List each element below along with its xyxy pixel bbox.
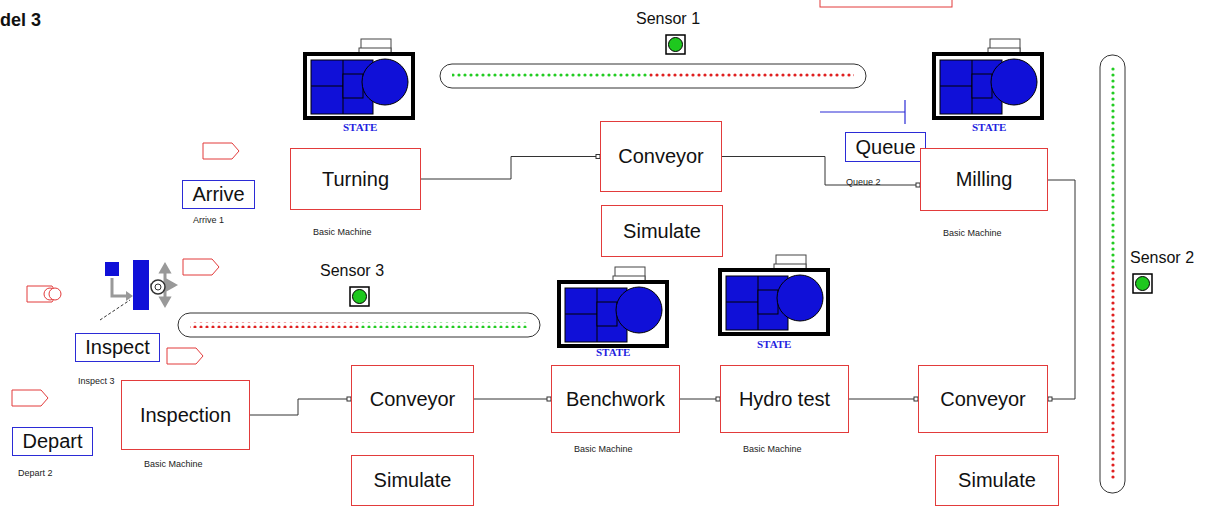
box-title: Turning xyxy=(316,168,395,191)
inspect-box: InspectInspect 3 xyxy=(75,333,160,362)
machine-box: Hydro testBasic Machine xyxy=(720,365,849,433)
box-caption: Queue 2 xyxy=(846,177,881,187)
depart-box: DepartDepart 2 xyxy=(12,427,93,456)
box-title: Simulate xyxy=(617,220,707,243)
sensor-label: Sensor 1 xyxy=(636,10,700,28)
machine-box: TurningBasic Machine xyxy=(290,148,421,210)
sensor-light xyxy=(1133,274,1152,293)
sensor-label: Sensor 2 xyxy=(1130,249,1194,267)
box-caption: Inspect 3 xyxy=(78,376,115,386)
machine-icon xyxy=(720,255,828,334)
sensor-light xyxy=(666,35,685,54)
box-caption: Basic Machine xyxy=(574,444,633,454)
conveyor-belt xyxy=(440,64,866,88)
conveyor-belt xyxy=(1100,55,1125,493)
queue-box: QueueQueue 2 xyxy=(845,132,926,162)
state-label: STATE xyxy=(757,338,791,350)
box-caption: Basic Machine xyxy=(743,444,802,454)
box-title: Conveyor xyxy=(934,388,1032,411)
flow-connector xyxy=(843,396,918,402)
state-label: STATE xyxy=(343,121,377,133)
box-title: Simulate xyxy=(952,469,1042,492)
box-title: Conveyor xyxy=(364,388,462,411)
conveyor-box: Conveyor xyxy=(600,121,722,192)
box-title: Benchwork xyxy=(560,388,671,411)
state-label: STATE xyxy=(972,121,1006,133)
arrive-box: ArriveArrive 1 xyxy=(182,180,255,209)
box-title: Inspect xyxy=(79,336,155,359)
simulate-box: Simulate xyxy=(935,455,1059,506)
box-caption: Basic Machine xyxy=(943,228,1002,238)
machine-icon xyxy=(559,267,667,346)
box-title: Milling xyxy=(950,168,1019,191)
machine-box: MillingBasic Machine xyxy=(920,148,1048,211)
flow-connector xyxy=(415,155,600,183)
box-caption: Basic Machine xyxy=(313,227,372,237)
box-caption: Arrive 1 xyxy=(193,215,224,225)
machine-icon xyxy=(934,39,1042,118)
box-title: Queue xyxy=(849,136,921,159)
machine-box: BenchworkBasic Machine xyxy=(551,365,680,433)
box-title: Arrive xyxy=(186,183,250,206)
sensor-light xyxy=(350,287,369,306)
box-title: Depart xyxy=(16,430,88,453)
conveyor-box: Conveyor xyxy=(918,365,1048,433)
inspect-icon xyxy=(100,260,175,320)
sensor-label: Sensor 3 xyxy=(320,262,384,280)
machine-icon xyxy=(305,39,413,118)
conveyor-box: Conveyor xyxy=(351,365,474,433)
label-tag xyxy=(12,0,952,406)
conveyor-belt xyxy=(178,313,540,337)
box-caption: Basic Machine xyxy=(144,459,203,469)
simulate-box: Simulate xyxy=(351,455,474,506)
model-title: del 3 xyxy=(0,10,41,31)
arrival-icon xyxy=(27,286,61,302)
box-caption: Depart 2 xyxy=(18,468,53,478)
flow-connector xyxy=(674,396,720,402)
machine-box: InspectionBasic Machine xyxy=(121,380,250,450)
box-title: Inspection xyxy=(134,404,237,427)
box-title: Conveyor xyxy=(612,145,710,168)
flow-connector xyxy=(244,397,351,418)
queue-line xyxy=(820,100,905,124)
state-label: STATE xyxy=(596,346,630,358)
flow-connector xyxy=(468,396,551,402)
box-title: Simulate xyxy=(368,469,458,492)
simulate-box: Simulate xyxy=(601,205,723,257)
box-title: Hydro test xyxy=(733,388,836,411)
